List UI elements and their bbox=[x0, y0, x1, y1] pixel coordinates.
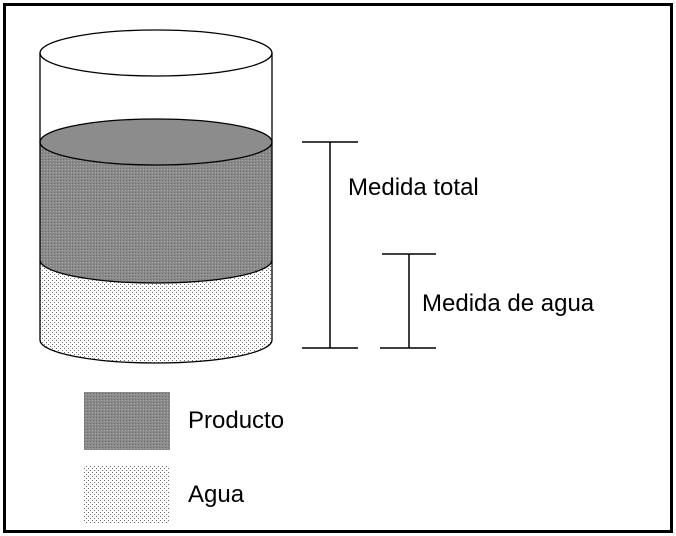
tank-bottom bbox=[39, 339, 273, 364]
legend-label-water: Agua bbox=[188, 481, 245, 508]
frame-border bbox=[3, 3, 673, 533]
tank-top-opening bbox=[39, 29, 273, 77]
total-measure-bracket bbox=[302, 141, 358, 349]
water-layer bbox=[40, 260, 272, 363]
legend-label-product: Producto bbox=[188, 407, 284, 434]
water-measure-label: Medida de agua bbox=[422, 290, 595, 317]
total-measure-label: Medida total bbox=[348, 174, 479, 201]
product-layer bbox=[40, 142, 272, 283]
water-product-interface bbox=[39, 259, 273, 284]
legend-swatch-product bbox=[84, 392, 170, 450]
water-measure-bracket bbox=[380, 253, 436, 349]
legend-swatch-water bbox=[84, 466, 170, 524]
product-surface bbox=[39, 118, 273, 166]
